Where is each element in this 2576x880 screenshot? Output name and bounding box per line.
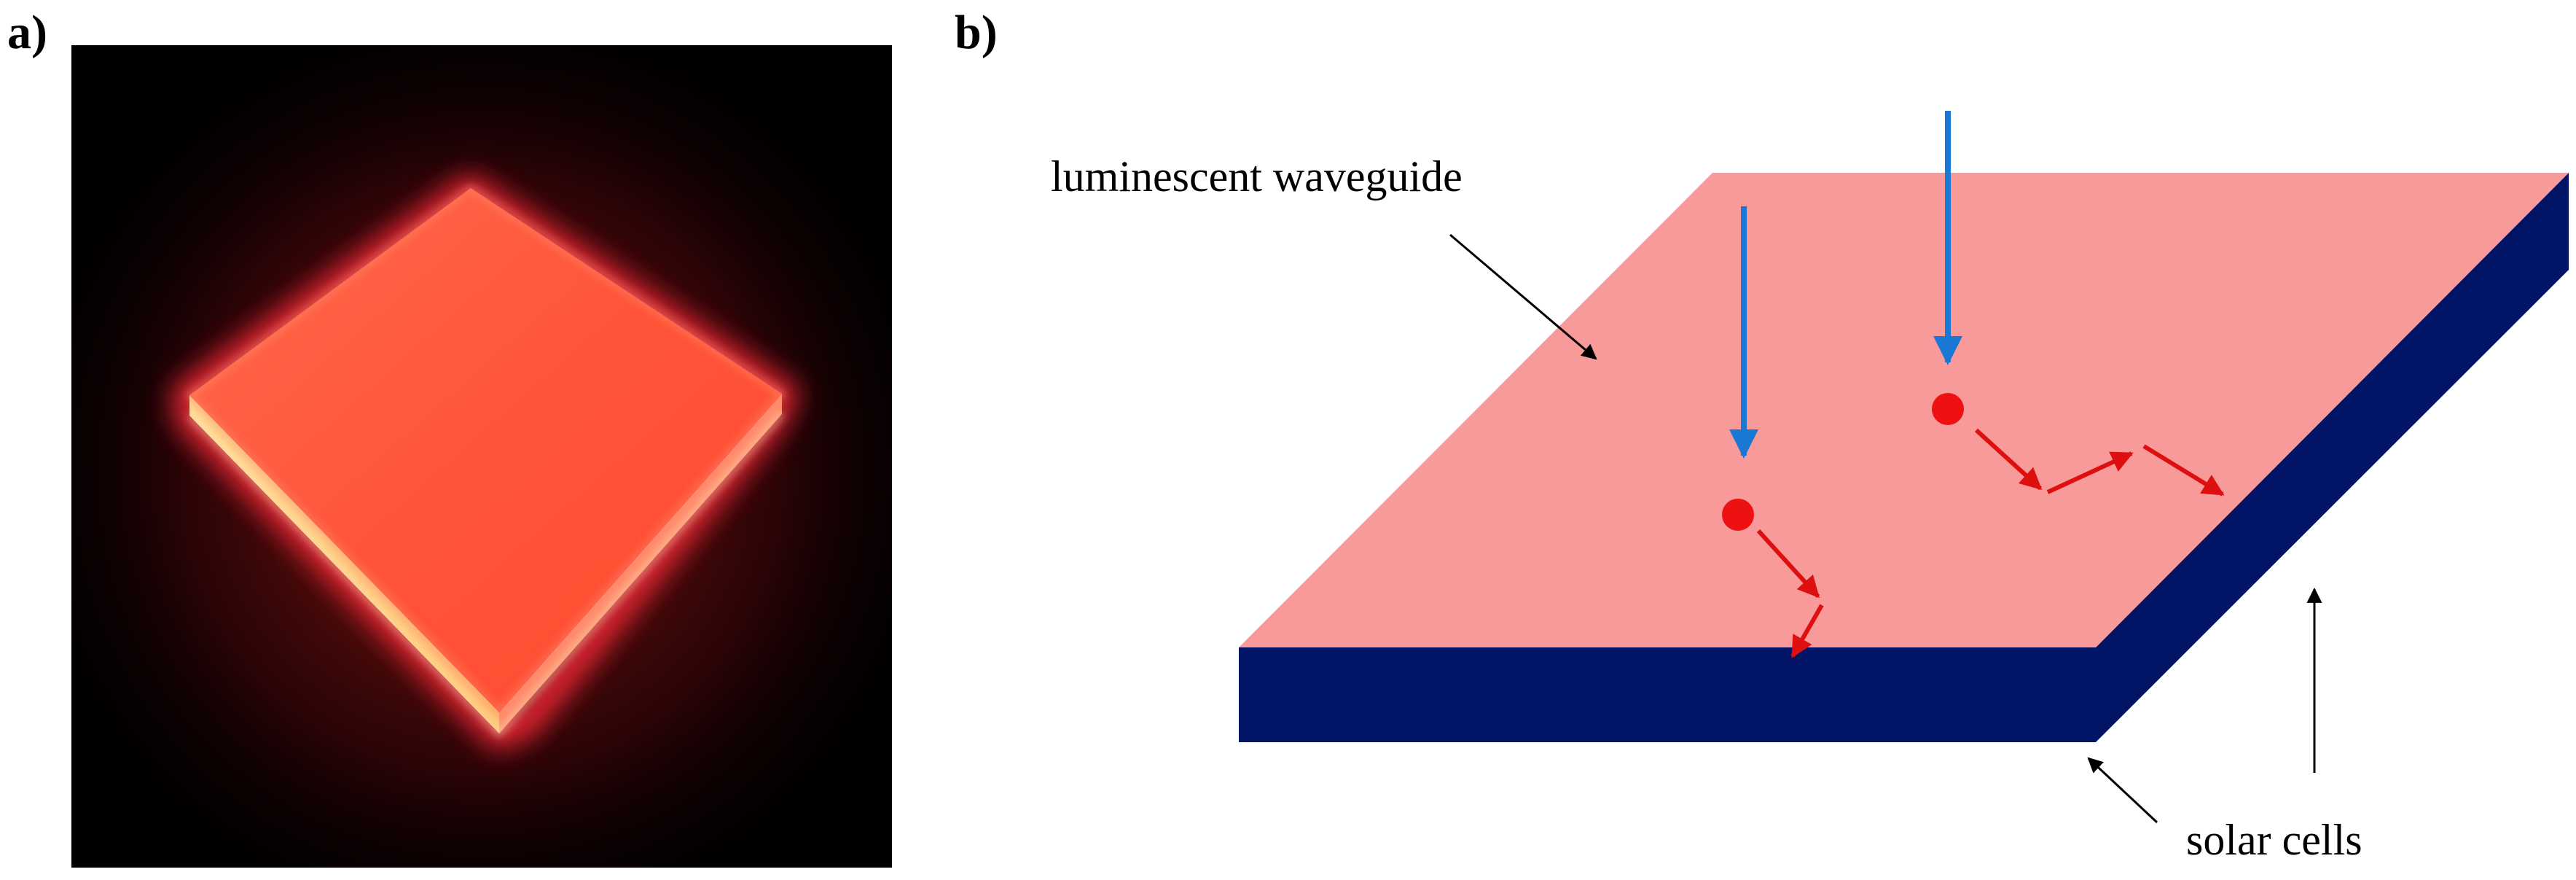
- emission-arrow-1b: [1790, 604, 1824, 658]
- luminescent-slab-photo: [71, 45, 892, 868]
- panel-a-label: a): [7, 6, 47, 59]
- slab-front-edge: [1239, 647, 2096, 742]
- slab-side-right: [499, 394, 782, 733]
- luminophore-dot-1: [1722, 499, 1754, 531]
- solar-cells-pointer-arrow-1: [2087, 757, 2158, 824]
- panel-b-label: b): [955, 6, 998, 59]
- slab-edge-highlight: [188, 413, 783, 736]
- luminophore-dot-2: [1932, 393, 1964, 425]
- waveguide-pointer-arrow: [1449, 233, 1597, 360]
- slab-top-surface: [1239, 173, 2569, 647]
- emission-arrow-1a: [1756, 529, 1820, 599]
- emission-arrow-2b: [2046, 451, 2134, 494]
- emission-arrow-2c: [2142, 444, 2225, 497]
- slab-rim: [187, 185, 785, 715]
- slab-right-edge: [2096, 173, 2569, 742]
- slab-side-left: [189, 395, 499, 733]
- slab-top-face: [189, 188, 782, 712]
- emission-arrow-2a: [1974, 428, 2043, 491]
- waveguide-label: luminescent waveguide: [1051, 152, 1463, 200]
- solar-cells-label: solar cells: [2186, 816, 2362, 864]
